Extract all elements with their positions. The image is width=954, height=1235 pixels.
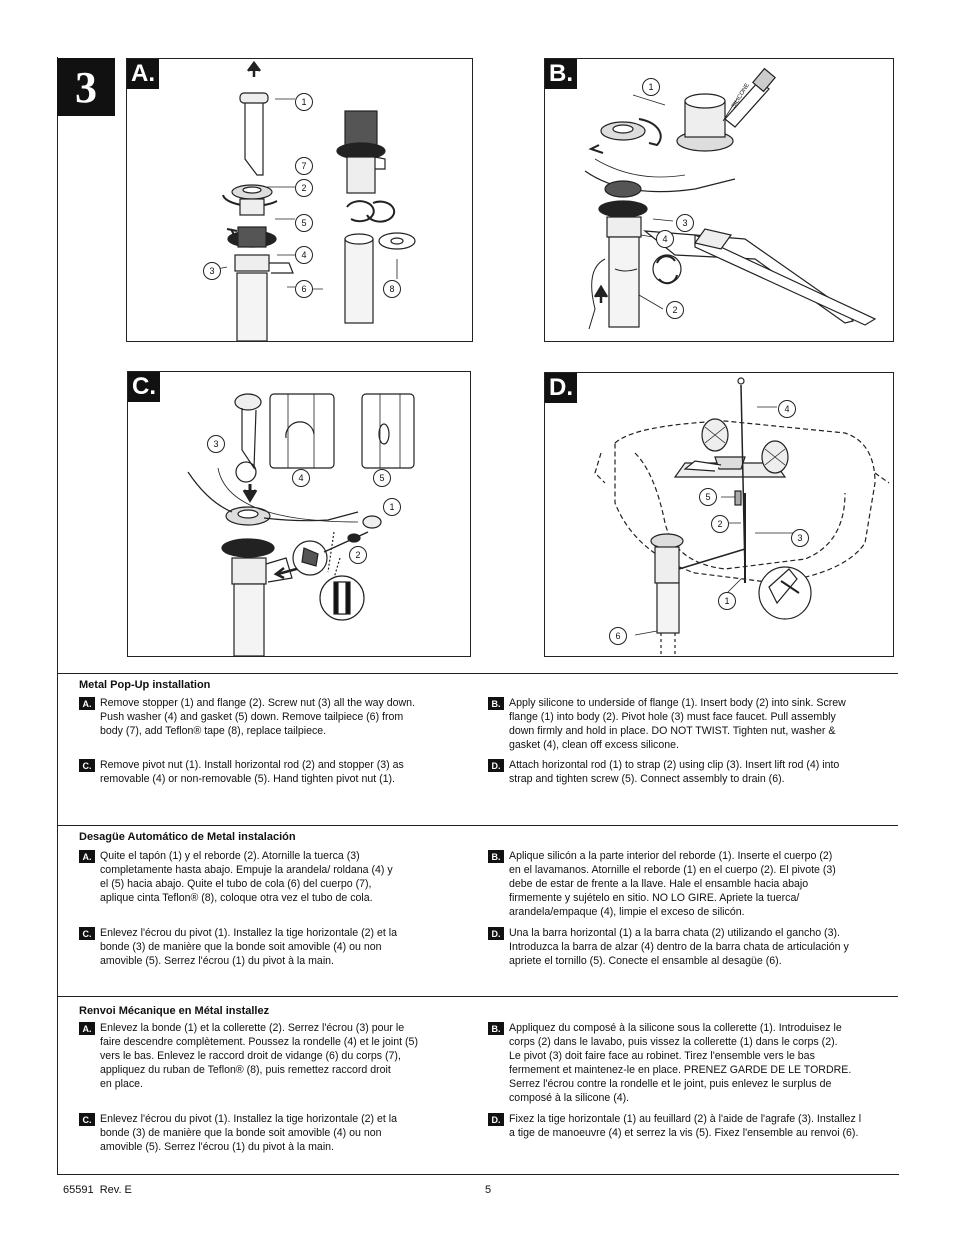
section-divider: [57, 996, 898, 997]
callout-d-6: 6: [609, 627, 627, 645]
callout-b-4: 4: [656, 230, 674, 248]
panel-a: A. 1 7 2 5 4 3 6 8: [126, 58, 473, 342]
badge-b: B.: [488, 850, 504, 863]
instruction-d-english: D. Attach horizontal rod (1) to strap (2…: [488, 758, 898, 786]
instruction-d-french: D. Fixez la tige horizontale (1) au feui…: [488, 1112, 898, 1140]
panel-a-label: A.: [127, 59, 159, 89]
instruction-c-french: C. Enlevez l'écrou du pivot (1). Install…: [79, 1112, 479, 1154]
instruction-text: Fixez la tige horizontale (1) au feuilla…: [509, 1113, 862, 1139]
callout-a-2: 2: [295, 179, 313, 197]
panel-b: B. SILICONE 1 3 4 2: [544, 58, 894, 342]
callout-a-4: 4: [295, 246, 313, 264]
instruction-d-spanish: D. Una la barra horizontal (1) a la barr…: [488, 926, 898, 968]
page-number: 5: [485, 1184, 492, 1196]
callout-a-6: 6: [295, 280, 313, 298]
callout-c-3: 3: [207, 435, 225, 453]
instruction-text: Aplique silicón a la parte interior del …: [509, 850, 836, 918]
section-divider: [57, 825, 898, 826]
instruction-text: Remove stopper (1) and flange (2). Screw…: [100, 697, 416, 737]
badge-c: C.: [79, 759, 95, 772]
instruction-c-english: C. Remove pivot nut (1). Install horizon…: [79, 758, 479, 786]
panel-b-illustration: [584, 67, 877, 330]
badge-d: D.: [488, 759, 504, 772]
panel-a-illustration: [216, 60, 416, 341]
callout-c-4: 4: [292, 469, 310, 487]
instruction-b-spanish: B. Aplique silicón a la parte interior d…: [488, 849, 898, 919]
callout-c-1: 1: [383, 498, 401, 516]
callout-a-5: 5: [295, 214, 313, 232]
callout-a-3: 3: [203, 262, 221, 280]
callout-c-5: 5: [373, 469, 391, 487]
badge-c: C.: [79, 927, 95, 940]
section-title-spanish: Desagüe Automático de Metal instalación: [79, 831, 296, 843]
page-frame: [57, 57, 899, 1175]
instruction-text: Appliquez du composé à la silicone sous …: [509, 1022, 852, 1104]
badge-d: D.: [488, 1113, 504, 1126]
callout-d-2: 2: [711, 515, 729, 533]
section-divider: [57, 673, 898, 674]
badge-b: B.: [488, 1022, 504, 1035]
instruction-a-spanish: A. Quite el tapón (1) y el reborde (2). …: [79, 849, 479, 905]
instruction-text: Enlevez l'écrou du pivot (1). Installez …: [100, 1113, 398, 1153]
callout-b-2: 2: [666, 301, 684, 319]
instruction-text: Una la barra horizontal (1) a la barra c…: [509, 927, 849, 967]
callout-b-1: 1: [642, 78, 660, 96]
callout-c-2: 2: [349, 546, 367, 564]
instruction-text: Remove pivot nut (1). Install horizontal…: [100, 759, 404, 785]
instruction-text: Enlevez la bonde (1) et la collerette (2…: [100, 1022, 418, 1090]
badge-d: D.: [488, 927, 504, 940]
callout-d-3: 3: [791, 529, 809, 547]
section-title-french: Renvoi Mécanique en Métal installez: [79, 1005, 270, 1017]
callout-d-1: 1: [718, 592, 736, 610]
instruction-b-english: B. Apply silicone to underside of flange…: [488, 696, 898, 752]
callout-b-3: 3: [676, 214, 694, 232]
section-title-english: Metal Pop-Up installation: [79, 679, 211, 691]
instruction-c-spanish: C. Enlevez l'écrou du pivot (1). Install…: [79, 926, 479, 968]
badge-b: B.: [488, 697, 504, 710]
callout-a-1: 1: [295, 93, 313, 111]
panel-c-label: C.: [128, 372, 160, 402]
instruction-a-french: A. Enlevez la bonde (1) et la collerette…: [79, 1021, 479, 1091]
panel-d-label: D.: [545, 373, 577, 403]
badge-c: C.: [79, 1113, 95, 1126]
instruction-a-english: A. Remove stopper (1) and flange (2). Sc…: [79, 696, 479, 738]
callout-d-4: 4: [778, 400, 796, 418]
panel-d: D. 4 5 2 3 1 6: [544, 372, 894, 657]
panel-d-illustration: [594, 377, 890, 656]
step-number: 3: [57, 58, 115, 116]
badge-a: A.: [79, 697, 95, 710]
instruction-text: Enlevez l'écrou du pivot (1). Installez …: [100, 927, 398, 967]
badge-a: A.: [79, 850, 95, 863]
instruction-text: Attach horizontal rod (1) to strap (2) u…: [509, 759, 840, 785]
callout-a-7: 7: [295, 157, 313, 175]
instruction-b-french: B. Appliquez du composé à la silicone so…: [488, 1021, 898, 1105]
panel-c: C. 3 4 5 1 2: [127, 371, 471, 657]
callout-a-8: 8: [383, 280, 401, 298]
panel-c-illustration: [187, 393, 415, 656]
callout-d-5: 5: [699, 488, 717, 506]
document-number: 65591 Rev. E: [63, 1184, 132, 1196]
instruction-text: Quite el tapón (1) y el reborde (2). Ato…: [100, 850, 393, 904]
badge-a: A.: [79, 1022, 95, 1035]
panel-b-label: B.: [545, 59, 577, 89]
instruction-text: Apply silicone to underside of flange (1…: [509, 697, 846, 751]
